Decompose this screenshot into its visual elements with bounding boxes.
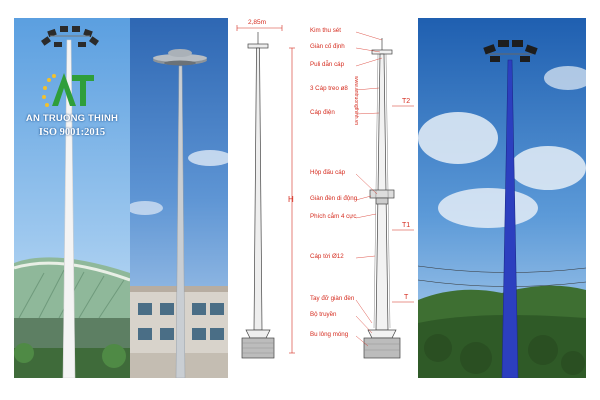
component-label-1: Kim thu sét (310, 27, 341, 34)
photo-white-pole-stadium: AN TRUONG THINH ISO 9001:2015 (14, 18, 130, 378)
stadium-scene (14, 18, 130, 378)
photo-halo-pole-building (130, 18, 228, 378)
marker-t: T (404, 294, 409, 301)
building-scene (130, 18, 228, 378)
height-dimension-label: H (288, 195, 294, 204)
component-label-2: Giàn cố định (310, 43, 345, 50)
component-label-10: Tay đỡ giàn đèn (310, 295, 355, 302)
iso-certification: ISO 9001:2015 (38, 127, 106, 138)
component-label-7: Giàn đèn di động (310, 195, 358, 202)
component-label-5: Cáp điện (310, 109, 335, 116)
floodlight-crown-icon (41, 26, 99, 47)
hillside-scene (418, 18, 586, 378)
component-label-3: Puli dẫn cáp (310, 61, 345, 68)
technical-diagram: 2,85m H Kim thu sét Giàn cố định Puli dẫ… (232, 18, 414, 378)
marker-t1: T1 (402, 222, 411, 229)
photo-blue-pole-hillside (418, 18, 586, 378)
website-vertical-text: www.antruongthinh.vn (353, 76, 359, 126)
brand-name: AN TRUONG THINH (25, 113, 119, 124)
floodlight-crown-icon (483, 40, 538, 62)
pole-diagram-drawing (236, 25, 414, 359)
company-logo-icon (42, 73, 94, 107)
marker-t2: T2 (402, 98, 411, 105)
component-label-6: Hộp đấu cáp (310, 169, 346, 176)
component-label-12: Bu lông móng (310, 331, 349, 338)
component-label-4: 3 Cáp treo ø8 (310, 85, 348, 92)
width-dimension-label: 2,85m (248, 19, 267, 26)
halo-lamp-icon (153, 49, 207, 66)
component-label-9: Cáp tời Ø12 (310, 253, 344, 260)
component-label-8: Phích cắm 4 cực (310, 213, 357, 220)
component-label-11: Bộ truyền (310, 311, 337, 318)
